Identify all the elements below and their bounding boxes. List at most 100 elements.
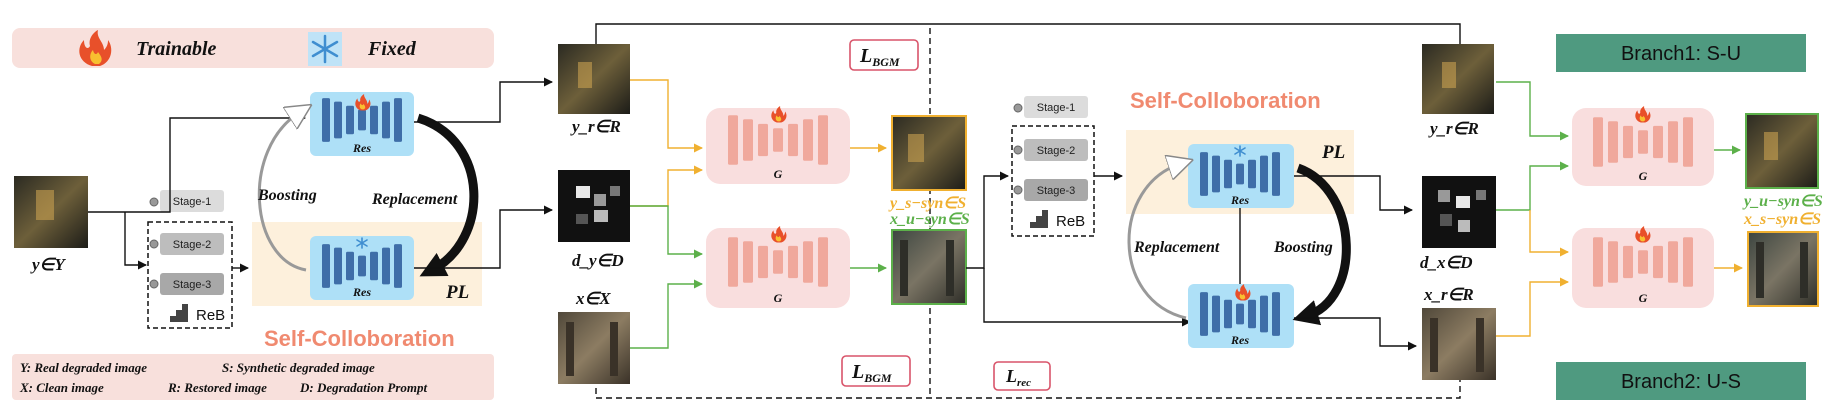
- layer-bar: [334, 101, 342, 139]
- yu-syn-label: y_u−syn∈S: [1742, 193, 1823, 210]
- layer-bar: [1683, 237, 1693, 287]
- legend-s: S: Synthetic degraded image: [222, 360, 375, 375]
- layer-bar: [1668, 121, 1678, 163]
- loss-rec-l: L: [1005, 366, 1017, 386]
- res-bottom-left-bars: [322, 244, 402, 288]
- stage2-right-label: Stage-2: [1037, 145, 1076, 157]
- legend-bottom: Y: Real degraded image S: Synthetic degr…: [12, 354, 494, 400]
- snowflake-icon: [308, 32, 342, 66]
- layer-bar: [1224, 159, 1232, 189]
- layer-bar: [758, 245, 768, 279]
- layer-bar: [758, 123, 768, 157]
- degradation-prompt-dy: [558, 170, 630, 242]
- trainable-label: Trainable: [136, 38, 216, 60]
- replacement-label-right: Replacement: [1133, 239, 1220, 256]
- left-section: y∈Y Stage-1 Stage-2 Stage-3 ReB Res Res: [14, 77, 553, 351]
- legend-bottom-bg: [12, 354, 494, 400]
- generator-bottom-mid-bars: [728, 237, 828, 287]
- dx-label-right: d_x∈D: [1420, 253, 1473, 272]
- svg-text:LBGM: LBGM: [851, 361, 892, 385]
- legend-r: R: Restored image: [167, 380, 267, 395]
- reb-staircase-icon: [164, 304, 188, 322]
- legend-top: Trainable Fixed: [12, 28, 494, 68]
- layer-bar: [382, 101, 390, 139]
- branch1-badge: [1556, 34, 1806, 72]
- image-yr-mid: [558, 44, 630, 114]
- xu-syn-label: x_u−syn∈S: [889, 211, 970, 228]
- stage-box-left: [147, 221, 233, 329]
- layer-bar: [370, 105, 378, 135]
- layer-bar: [1236, 303, 1244, 325]
- layer-bar: [1200, 152, 1208, 196]
- branch2-badge: [1556, 362, 1806, 400]
- reb-right-label: ReB: [1056, 213, 1085, 230]
- layer-bar: [1248, 159, 1256, 189]
- fire-icon: [771, 106, 787, 123]
- layer-bar: [803, 119, 813, 161]
- legend-top-bg: [12, 28, 494, 68]
- generator-bottom-right-bars: [1593, 237, 1693, 287]
- res-top-right-bars: [1200, 152, 1280, 196]
- layer-bar: [1653, 245, 1663, 279]
- middle-section: LBGM LBGM Lrec y_r∈R d_y∈D x∈X G G: [558, 23, 1461, 399]
- stage1-left-label: Stage-1: [173, 196, 212, 208]
- input-label-y: y∈Y: [30, 255, 66, 274]
- boosting-arrow-left: [257, 112, 306, 272]
- degradation-prompt-dx: [1422, 176, 1496, 248]
- replacement-label-left: Replacement: [371, 191, 458, 208]
- svg-text:LBGM: LBGM: [859, 45, 900, 69]
- replacement-arrow-right: [1127, 164, 1186, 320]
- xs-syn-label: x_s−syn∈S: [1743, 211, 1821, 228]
- layer-bar: [1212, 155, 1220, 193]
- replacement-arrow-left: [416, 113, 479, 277]
- layer-bar: [743, 241, 753, 283]
- layer-bar: [788, 123, 798, 157]
- generator-top-mid-bars: [728, 115, 828, 165]
- image-yr-right: [1422, 44, 1494, 114]
- legend-y: Y: Real degraded image: [20, 360, 147, 375]
- layer-bar: [1623, 125, 1633, 159]
- g-bottom-mid-label: G: [774, 291, 783, 305]
- boosting-label-left: Boosting: [257, 187, 317, 204]
- reb-staircase-icon: [1024, 210, 1048, 228]
- fire-icon: [1235, 284, 1251, 301]
- layer-bar: [1236, 163, 1244, 185]
- layer-bar: [1608, 241, 1618, 283]
- fixed-label: Fixed: [367, 38, 417, 60]
- layer-bar: [394, 98, 402, 142]
- dy-label-mid: d_y∈D: [572, 251, 624, 270]
- layer-bar: [728, 115, 738, 165]
- layer-bar: [1608, 121, 1618, 163]
- layer-bar: [1623, 245, 1633, 279]
- yr-label-right: y_r∈R: [1428, 119, 1479, 138]
- pl-label-left: PL: [445, 282, 469, 303]
- right-collab-section: Stage-1 Stage-2 Stage-3 ReB Self-Collobo…: [1011, 88, 1417, 351]
- layer-bar: [803, 241, 813, 283]
- layer-bar: [322, 98, 330, 142]
- snowflake-icon: [356, 237, 368, 249]
- res-bottom-left-label: Res: [352, 285, 371, 299]
- fire-icon: [79, 30, 112, 66]
- layer-bar: [728, 237, 738, 287]
- stage1-left: [160, 190, 224, 212]
- self-collab-label-right: Self-Colloboration: [1130, 88, 1321, 113]
- loss-bgm-top-sub: BGM: [871, 55, 900, 69]
- branch1-label: Branch1: S-U: [1621, 43, 1741, 65]
- pl-label-right: PL: [1321, 142, 1345, 163]
- layer-bar: [818, 115, 828, 165]
- loss-rec-sub: rec: [1017, 377, 1031, 389]
- layer-bar: [358, 255, 366, 277]
- stage-box-right: [1011, 125, 1095, 237]
- boosting-label-right: Boosting: [1273, 239, 1333, 256]
- fire-icon: [1635, 226, 1651, 243]
- layer-bar: [773, 128, 783, 152]
- res-bottom-right-bars: [1200, 292, 1280, 336]
- fire-icon: [1635, 106, 1651, 123]
- legend-d: D: Degradation Prompt: [299, 380, 428, 395]
- layer-bar: [1653, 125, 1663, 159]
- stage1-right-label: Stage-1: [1037, 102, 1076, 114]
- boosting-arrow-right: [1292, 163, 1351, 326]
- layer-bar: [1248, 299, 1256, 329]
- layer-bar: [1593, 117, 1603, 167]
